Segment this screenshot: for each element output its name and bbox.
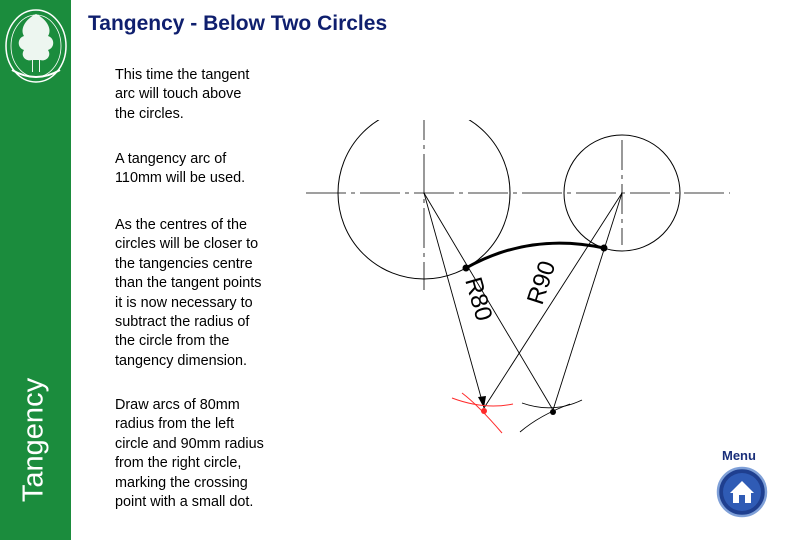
instruction-paragraph: This time the tangent arc will touch abo… — [115, 67, 250, 122]
instruction-paragraph: A tangency arc of 110mm will be used. — [115, 151, 246, 187]
radius-label-r90: R90 — [522, 258, 561, 308]
construction-line — [423, 192, 485, 409]
crossing-arc — [461, 392, 503, 434]
construction-line — [552, 192, 623, 411]
tangent-point — [600, 244, 608, 252]
instruction-paragraph: As the centres of the circles will be cl… — [115, 217, 262, 369]
crossing-point — [481, 408, 487, 414]
right-circle — [563, 134, 681, 252]
arrowhead — [478, 396, 486, 408]
tangency-arc — [465, 241, 605, 270]
construction-line — [423, 192, 554, 411]
home-icon[interactable] — [716, 466, 768, 518]
sidebar-label: Tangency — [17, 377, 50, 503]
construction-line — [483, 192, 623, 409]
crossing-arc — [519, 403, 571, 433]
crossing-point — [550, 409, 556, 415]
tangent-point — [462, 264, 470, 272]
tangency-diagram: R80 R90 — [306, 120, 730, 434]
sidebar: Tangency — [0, 0, 71, 540]
instruction-paragraph: Draw arcs of 80mm radius from the left c… — [115, 397, 264, 511]
page-title: Tangency - Below Two Circles — [88, 12, 388, 35]
crossing-arc — [451, 397, 514, 407]
tree-emblem-icon — [5, 9, 67, 83]
radius-label-r80: R80 — [459, 274, 497, 324]
menu-label[interactable]: Menu — [722, 448, 756, 463]
left-circle — [337, 120, 511, 280]
crossing-arc — [521, 399, 583, 409]
